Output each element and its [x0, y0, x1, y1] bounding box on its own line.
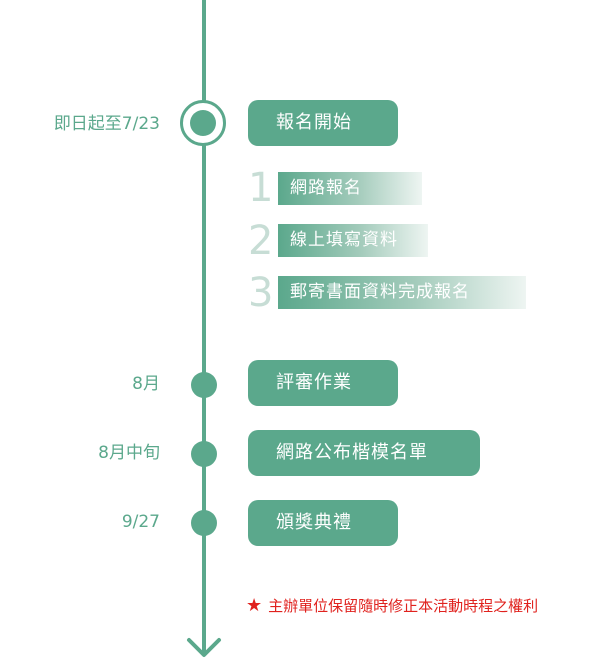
event-title-judging: 評審作業 — [248, 360, 398, 406]
event-date-announcement: 8月中旬 — [98, 443, 160, 463]
step-label-3: 郵寄書面資料完成報名 — [290, 282, 470, 302]
timeline-marker — [191, 510, 217, 536]
timeline-line — [202, 0, 206, 654]
star-icon: ★ — [246, 595, 263, 616]
event-date-registration: 即日起至7/23 — [53, 114, 160, 134]
step-3: 郵寄書面資料完成報名 — [278, 276, 526, 309]
step-label-2: 線上填寫資料 — [290, 230, 398, 250]
event-date-ceremony: 9/27 — [121, 512, 160, 532]
step-number-3: 3 — [248, 270, 274, 316]
step-2: 線上填寫資料 — [278, 224, 428, 257]
event-title-registration: 報名開始 — [248, 100, 398, 146]
step-1: 網路報名 — [278, 172, 422, 205]
step-number-2: 2 — [248, 218, 274, 264]
step-label-1: 網路報名 — [290, 178, 362, 198]
schedule-note: ★ 主辦單位保留隨時修正本活動時程之權利 — [246, 597, 538, 615]
timeline-marker-current-inner — [190, 110, 216, 136]
event-date-judging: 8月 — [132, 374, 160, 394]
event-title-ceremony: 頒獎典禮 — [248, 500, 398, 546]
timeline-marker-current — [180, 100, 226, 146]
event-title-announcement: 網路公布楷模名單 — [248, 430, 480, 476]
timeline-arrow-down-icon — [187, 638, 221, 657]
timeline-marker — [191, 372, 217, 398]
schedule-note-text: 主辦單位保留隨時修正本活動時程之權利 — [268, 597, 539, 615]
step-number-1: 1 — [248, 165, 274, 211]
timeline-marker — [191, 441, 217, 467]
